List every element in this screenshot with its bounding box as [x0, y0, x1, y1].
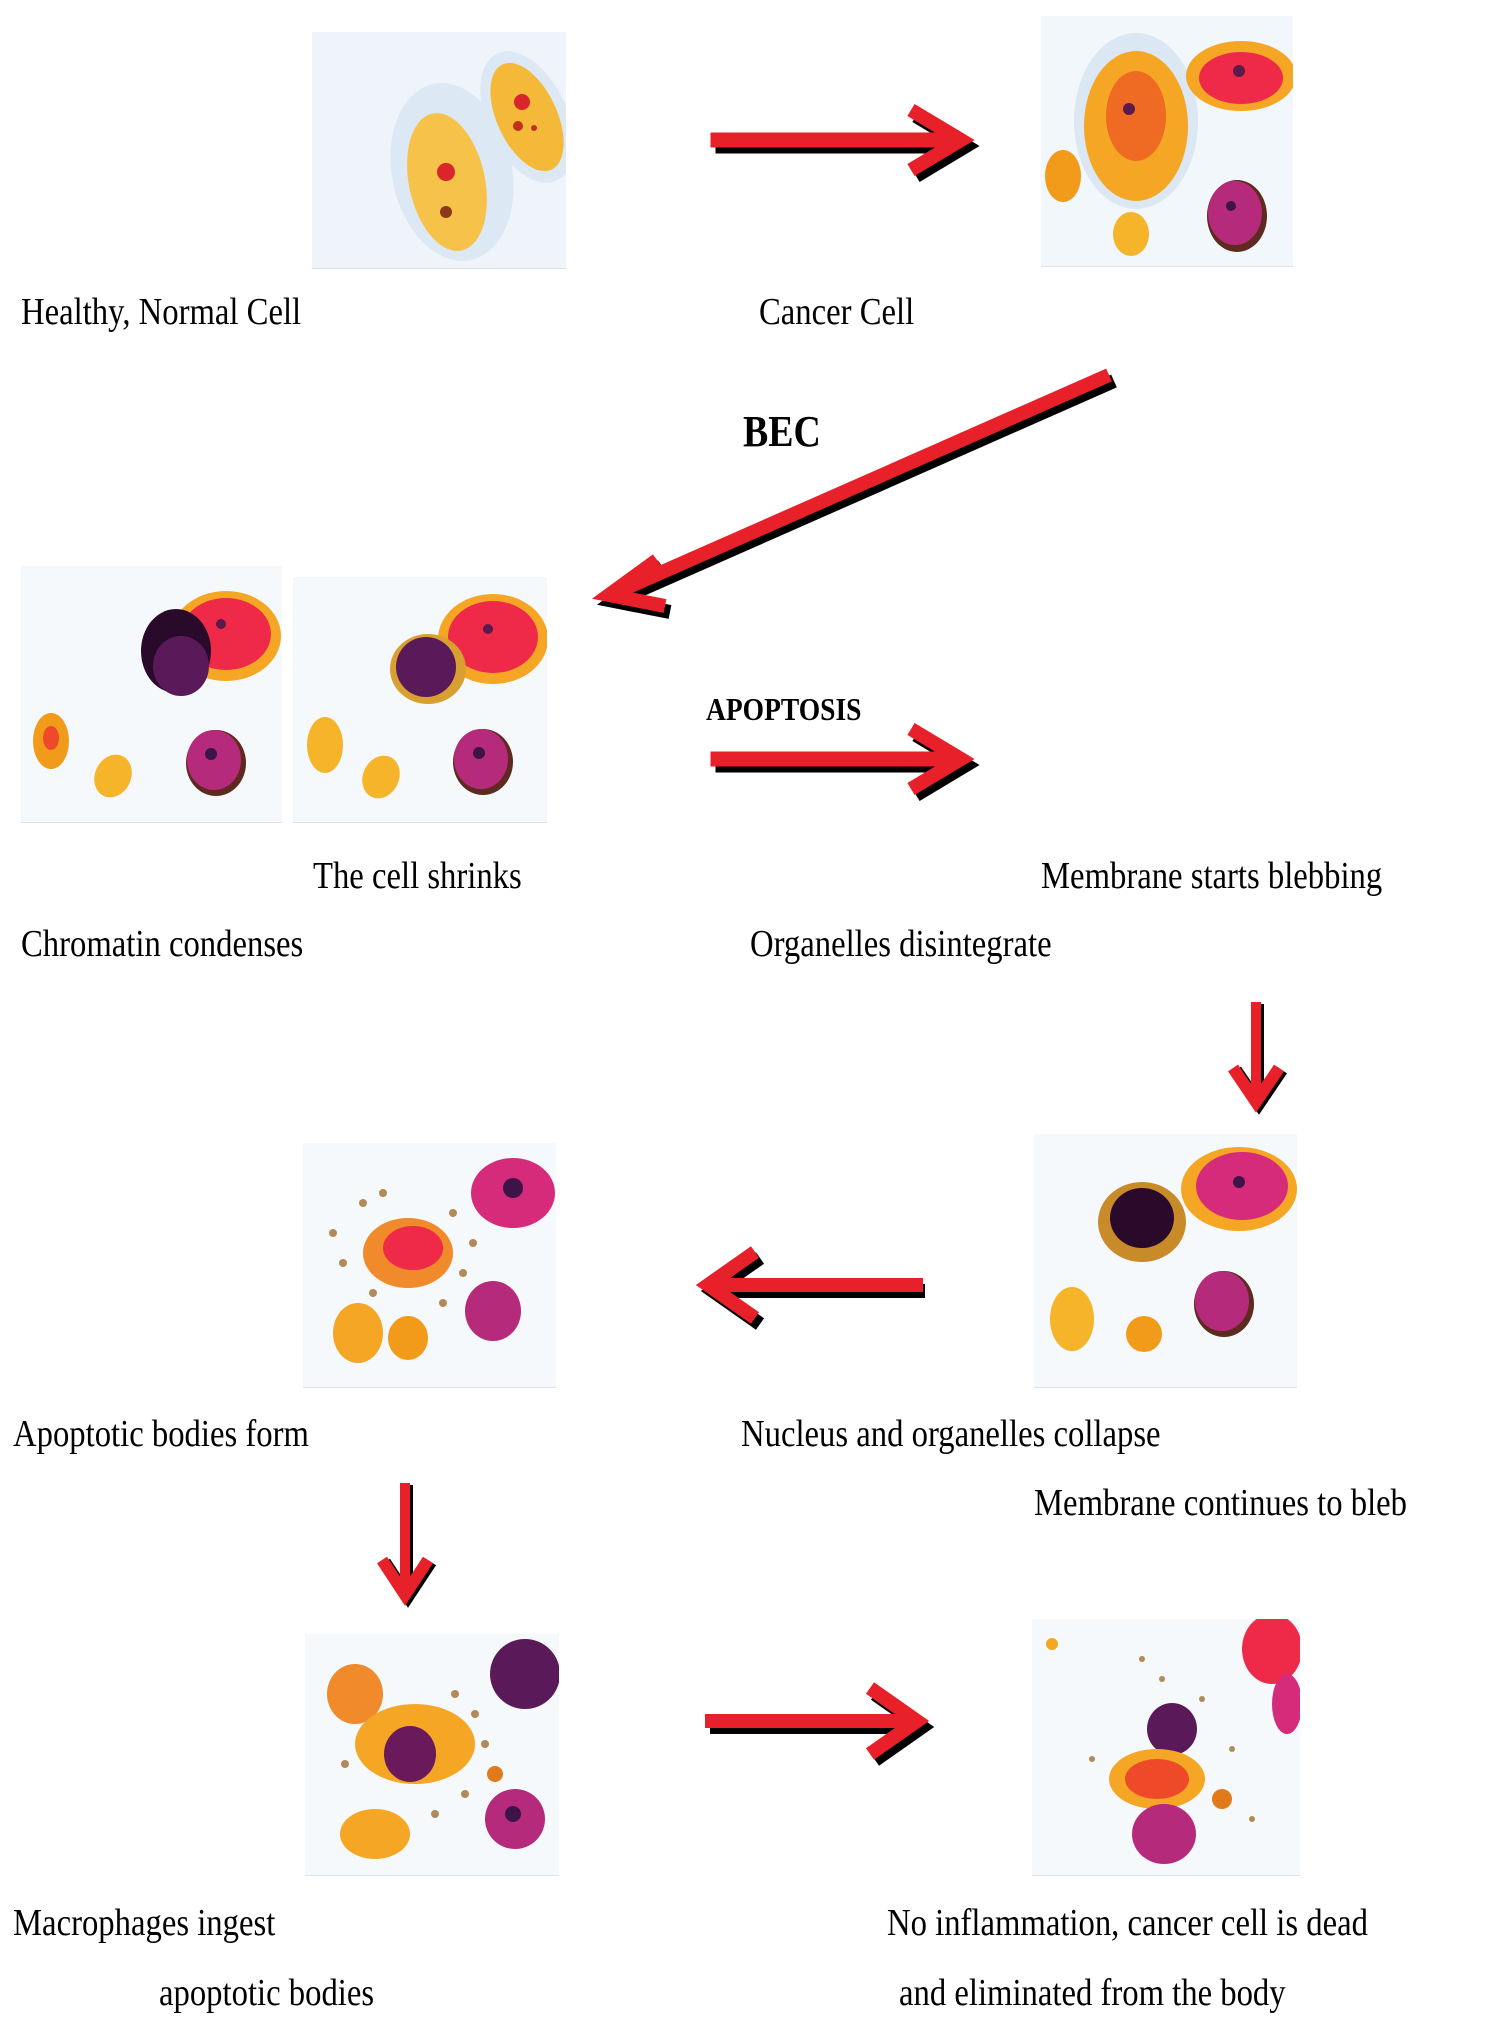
label-cancer-cell: Cancer Cell	[759, 291, 915, 333]
label-apoptotic-bodies-form: Apoptotic bodies form	[13, 1413, 309, 1455]
label-macrophages-ingest: Macrophages ingest	[13, 1902, 276, 1944]
label-eliminated: and eliminated from the body	[899, 1972, 1286, 2014]
label-chromatin-condenses: Chromatin condenses	[21, 923, 304, 965]
label-healthy-cell: Healthy, Normal Cell	[21, 291, 302, 333]
membrane-blebbing-image	[1034, 1134, 1297, 1388]
label-no-inflammation: No inflammation, cancer cell is dead	[887, 1902, 1368, 1944]
macrophage-ingestion-image	[305, 1634, 559, 1876]
label-cell-shrinks: The cell shrinks	[313, 855, 522, 897]
arrow-right-apoptosis	[711, 729, 966, 795]
cancer-cell-image	[1041, 16, 1293, 267]
label-bec: BEC	[743, 407, 821, 456]
cell-eliminated-image	[1032, 1619, 1300, 1876]
cell-shrinking-image	[293, 577, 547, 823]
chromatin-condensing-image	[21, 566, 282, 823]
label-apoptosis: APOPTOSIS	[706, 691, 862, 727]
label-membrane-starts-blebbing: Membrane starts blebbing	[1041, 855, 1383, 897]
label-organelles-disintegrate: Organelles disintegrate	[750, 923, 1052, 965]
arrow-down-to-collapse	[1228, 1002, 1287, 1115]
apoptotic-bodies-image	[303, 1143, 556, 1388]
label-nucleus-collapse: Nucleus and organelles collapse	[741, 1413, 1161, 1455]
label-apoptotic-bodies: apoptotic bodies	[159, 1972, 375, 2014]
arrow-down-to-macrophages	[376, 1483, 437, 1608]
arrow-right-to-eliminated	[705, 1682, 935, 1766]
arrow-diagonal-bec	[591, 368, 1117, 619]
healthy-cell-image	[312, 32, 566, 269]
arrow-right-healthy-to-cancer	[711, 110, 966, 176]
arrow-left-to-bodies	[695, 1246, 925, 1330]
label-membrane-continues: Membrane continues to bleb	[1034, 1482, 1407, 1524]
